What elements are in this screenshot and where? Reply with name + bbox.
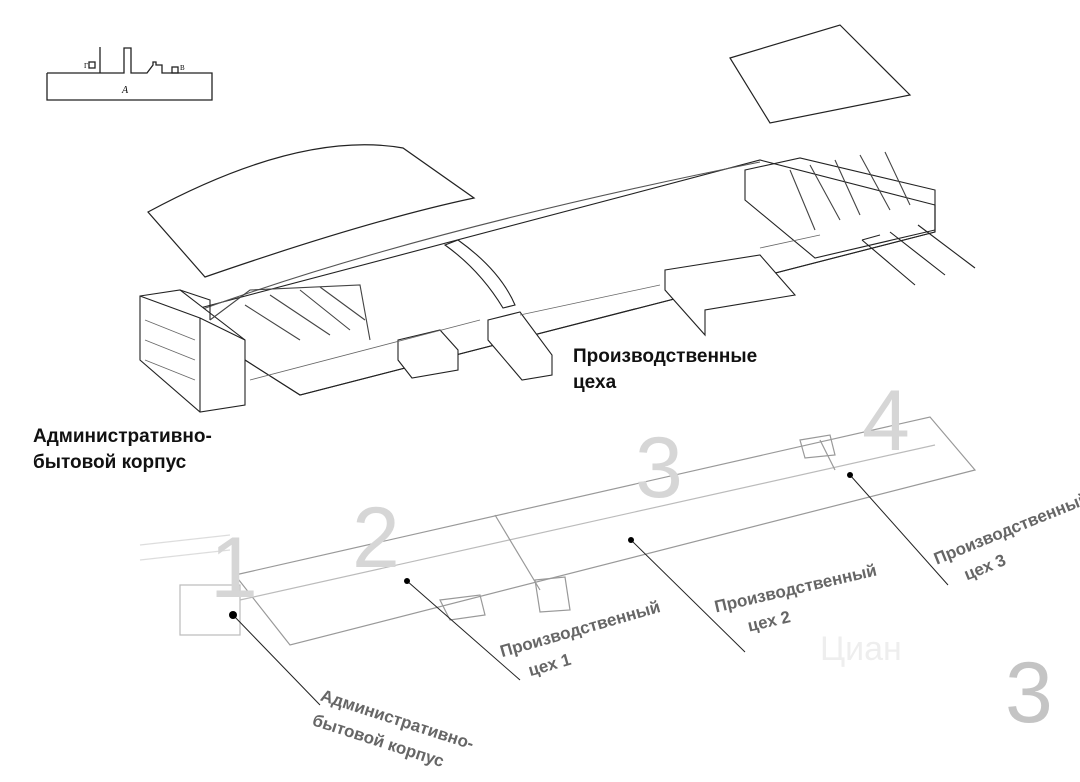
zone-number-3: 3 xyxy=(635,420,683,516)
inset-site-sketch xyxy=(46,47,213,101)
inset-letter-a: А xyxy=(121,85,129,96)
leader-lines xyxy=(232,474,949,706)
watermark: Циан xyxy=(820,630,902,668)
zone-number-1: 1 xyxy=(210,520,258,616)
admin-title: Административно- бытовой корпус xyxy=(33,424,212,476)
page-number: 3 xyxy=(1005,645,1053,741)
roof-panel-right xyxy=(729,24,912,124)
production-title: Производственные цеха xyxy=(573,344,757,396)
admin-title-line1: Административно- xyxy=(33,426,212,447)
production-title-line1: Производственные xyxy=(573,346,758,367)
admin-title-line2: бытовой корпус xyxy=(33,452,187,473)
building-diagram: А Г В xyxy=(46,24,977,706)
roof-panel-left xyxy=(147,144,476,278)
zone-number-4: 4 xyxy=(862,373,910,469)
inset-letter-g: Г xyxy=(84,62,88,70)
production-title-line2: цеха xyxy=(573,372,617,393)
floor-plan xyxy=(139,416,977,646)
inset-letter-v: В xyxy=(180,64,185,72)
leader-dots xyxy=(229,472,853,619)
building-isometric xyxy=(139,151,976,413)
zone-number-2: 2 xyxy=(352,490,400,586)
